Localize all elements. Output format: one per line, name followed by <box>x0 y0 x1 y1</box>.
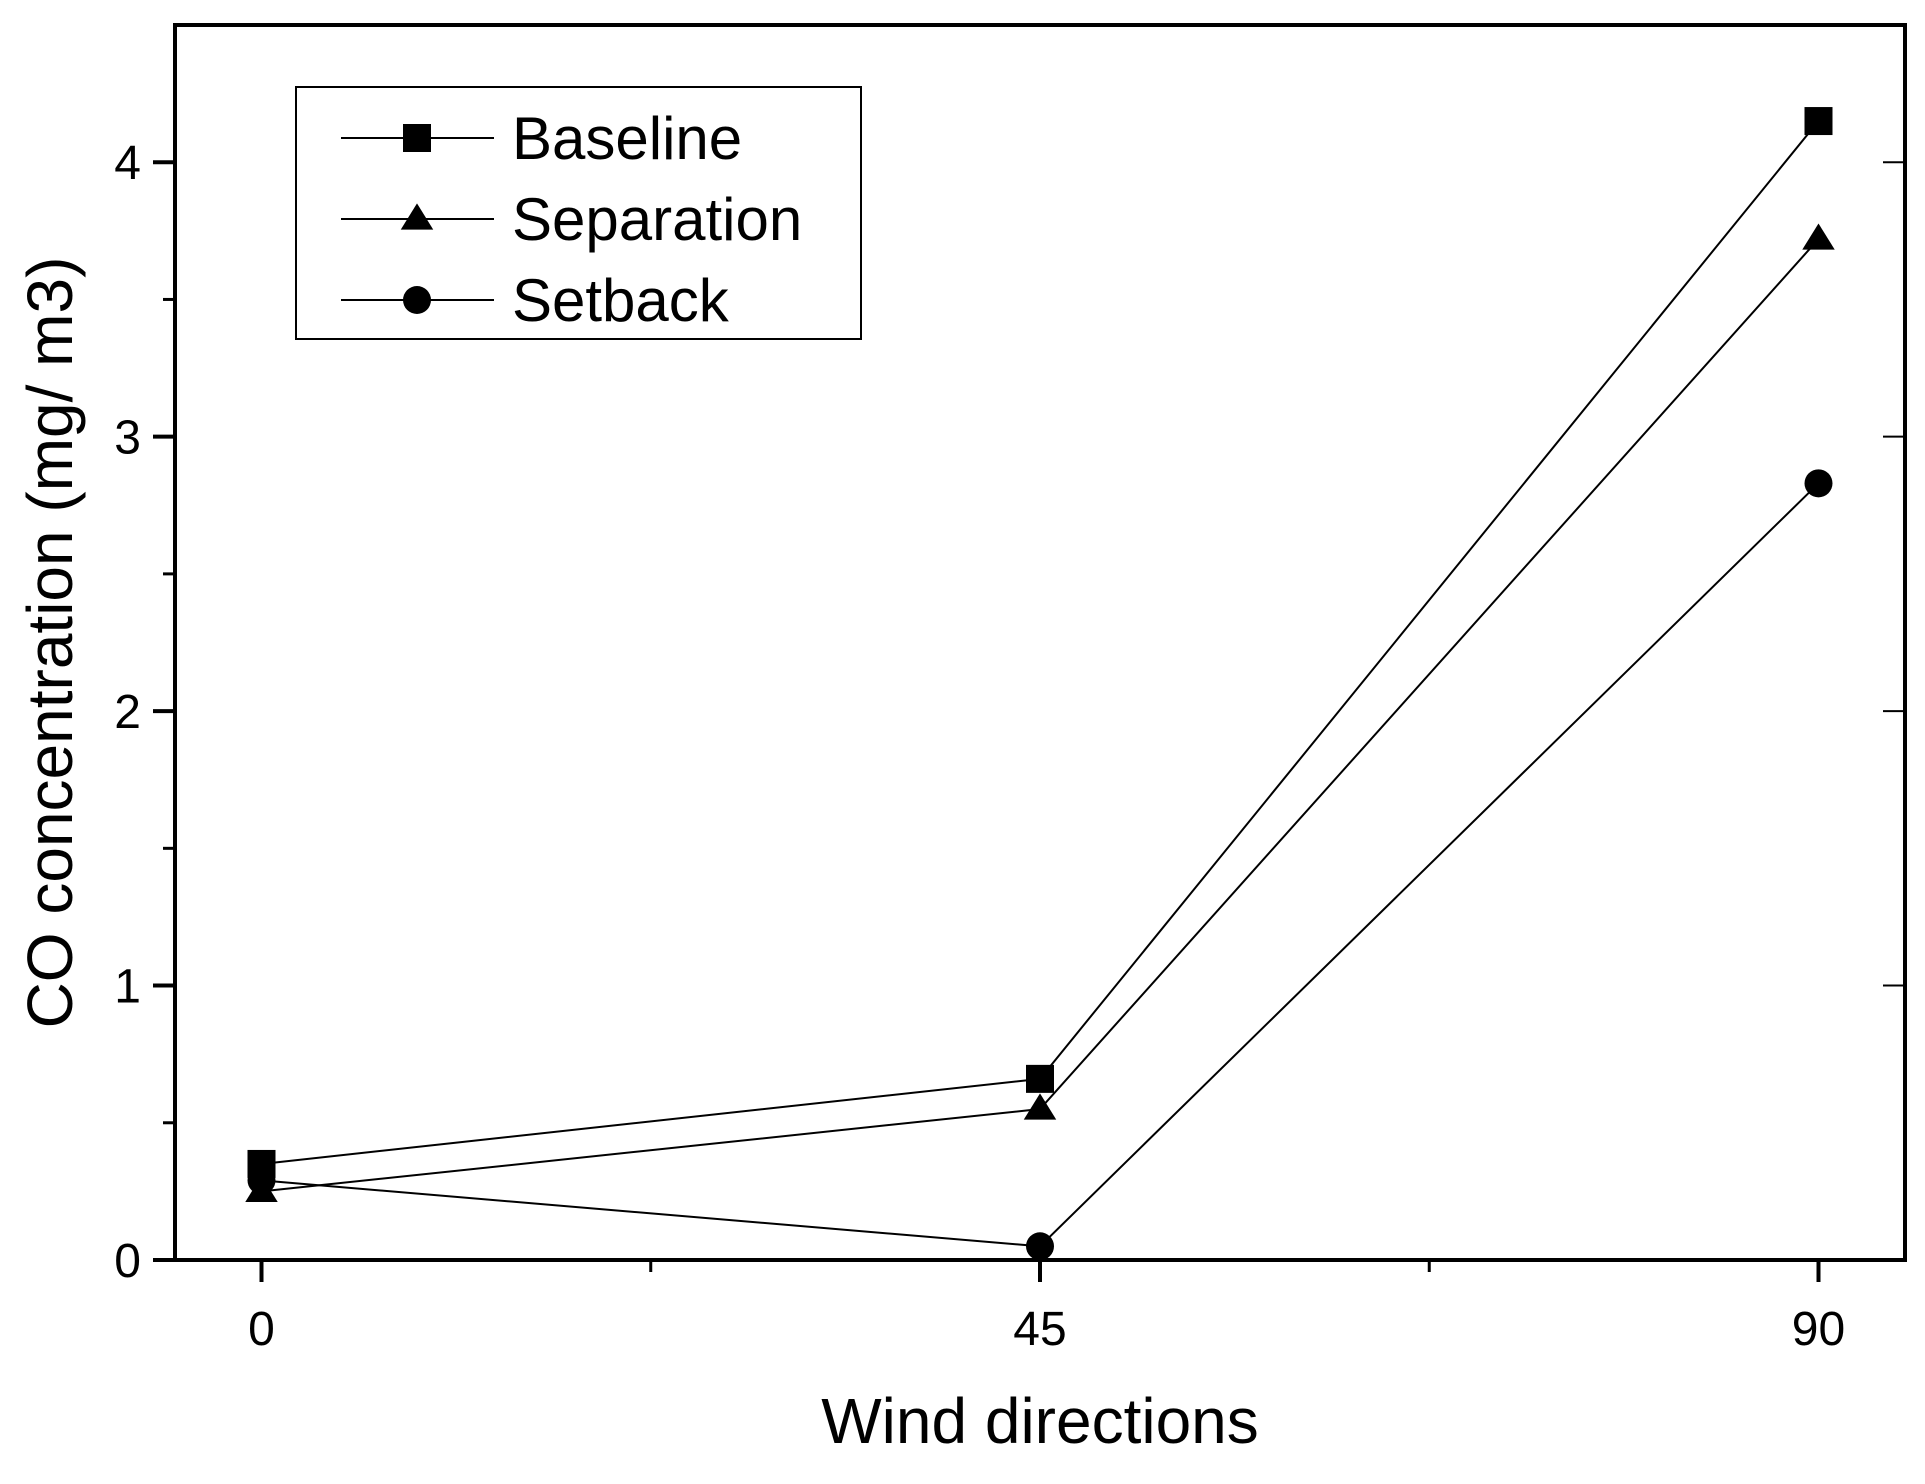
data-point-baseline <box>1026 1064 1054 1093</box>
x-tick-label: 0 <box>248 1303 275 1356</box>
legend-label-separation: Separation <box>512 186 802 253</box>
y-axis-ticks: 0 1 2 3 4 <box>114 137 1905 1288</box>
data-point-setback <box>1026 1232 1054 1261</box>
series-line-setback <box>261 482 1820 1248</box>
legend-marker-separation <box>400 203 434 230</box>
x-tick-label: 45 <box>1013 1303 1066 1356</box>
data-point-baseline <box>1804 107 1833 136</box>
y-tick-label: 2 <box>114 686 141 739</box>
y-tick-label: 1 <box>114 961 141 1014</box>
y-axis-label: CO concentration (mg/ m3) <box>14 257 86 1029</box>
series-layer <box>245 107 1835 1261</box>
data-point-setback <box>1804 469 1833 498</box>
series-line-separation <box>261 238 1820 1193</box>
y-tick-label: 3 <box>114 412 141 465</box>
legend-marker-baseline <box>403 124 431 152</box>
legend-label-setback: Setback <box>512 267 730 334</box>
x-axis-ticks: 0 45 90 <box>248 1260 1845 1356</box>
y-tick-label: 0 <box>114 1235 141 1288</box>
data-point-setback <box>247 1166 276 1195</box>
y-tick-label: 4 <box>114 137 141 190</box>
legend-marker-setback <box>403 286 431 314</box>
x-axis-label: Wind directions <box>821 1385 1259 1457</box>
data-point-separation <box>1023 1093 1057 1120</box>
x-tick-label: 90 <box>1792 1303 1845 1356</box>
legend-label-baseline: Baseline <box>512 105 742 172</box>
data-point-separation <box>1802 223 1835 250</box>
legend-box <box>295 86 862 340</box>
